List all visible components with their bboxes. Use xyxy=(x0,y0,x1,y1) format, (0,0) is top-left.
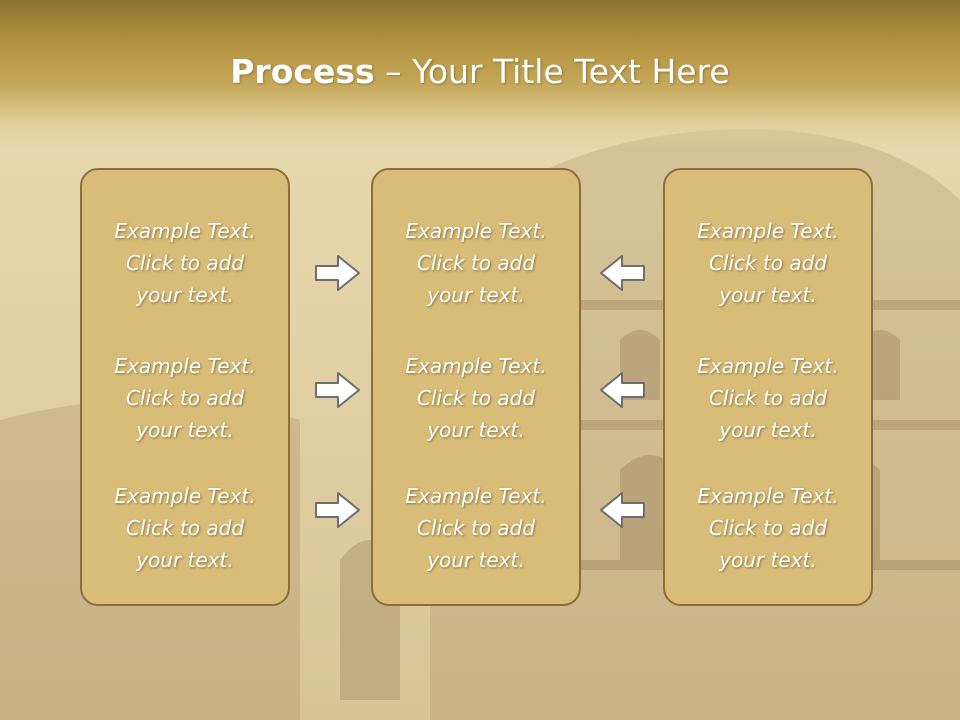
text-line: Click to add xyxy=(416,386,536,410)
text-line: Example Text. xyxy=(405,484,547,508)
title-header-band xyxy=(0,0,960,150)
text-block[interactable]: Example Text. Click to add your text. xyxy=(373,350,579,446)
text-block[interactable]: Example Text. Click to add your text. xyxy=(665,350,871,446)
text-line: your text. xyxy=(719,283,817,307)
text-line: your text. xyxy=(719,548,817,572)
text-line: Example Text. xyxy=(405,354,547,378)
text-line: Click to add xyxy=(708,386,828,410)
text-line: your text. xyxy=(427,283,525,307)
arrow-right-icon xyxy=(315,492,360,528)
text-line: Example Text. xyxy=(697,219,839,243)
text-line: Click to add xyxy=(416,516,536,540)
text-block[interactable]: Example Text. Click to add your text. xyxy=(373,215,579,311)
text-block[interactable]: Example Text. Click to add your text. xyxy=(82,350,288,446)
arrow-left-icon xyxy=(600,372,645,408)
panel-right[interactable]: Example Text. Click to add your text. Ex… xyxy=(663,168,873,606)
panel-left[interactable]: Example Text. Click to add your text. Ex… xyxy=(80,168,290,606)
text-line: Example Text. xyxy=(114,219,256,243)
text-line: Example Text. xyxy=(405,219,547,243)
text-line: Click to add xyxy=(125,516,245,540)
text-block[interactable]: Example Text. Click to add your text. xyxy=(82,215,288,311)
text-line: Click to add xyxy=(125,251,245,275)
arrow-left-icon xyxy=(600,492,645,528)
title-bold-part: Process xyxy=(230,52,375,91)
text-line: Example Text. xyxy=(114,354,256,378)
text-line: Click to add xyxy=(708,516,828,540)
arrow-right-icon xyxy=(315,255,360,291)
text-block[interactable]: Example Text. Click to add your text. xyxy=(665,215,871,311)
text-line: Click to add xyxy=(416,251,536,275)
panel-center[interactable]: Example Text. Click to add your text. Ex… xyxy=(371,168,581,606)
text-line: your text. xyxy=(427,548,525,572)
title-rest-part: – Your Title Text Here xyxy=(374,52,730,91)
text-block[interactable]: Example Text. Click to add your text. xyxy=(82,480,288,576)
text-line: your text. xyxy=(719,418,817,442)
text-line: your text. xyxy=(136,418,234,442)
text-line: Example Text. xyxy=(114,484,256,508)
text-block[interactable]: Example Text. Click to add your text. xyxy=(373,480,579,576)
text-line: your text. xyxy=(136,283,234,307)
text-line: Click to add xyxy=(708,251,828,275)
slide-title[interactable]: Process – Your Title Text Here xyxy=(0,52,960,91)
text-line: your text. xyxy=(136,548,234,572)
text-line: Example Text. xyxy=(697,354,839,378)
text-line: Click to add xyxy=(125,386,245,410)
text-line: your text. xyxy=(427,418,525,442)
text-block[interactable]: Example Text. Click to add your text. xyxy=(665,480,871,576)
arrow-left-icon xyxy=(600,255,645,291)
arrow-right-icon xyxy=(315,372,360,408)
text-line: Example Text. xyxy=(697,484,839,508)
